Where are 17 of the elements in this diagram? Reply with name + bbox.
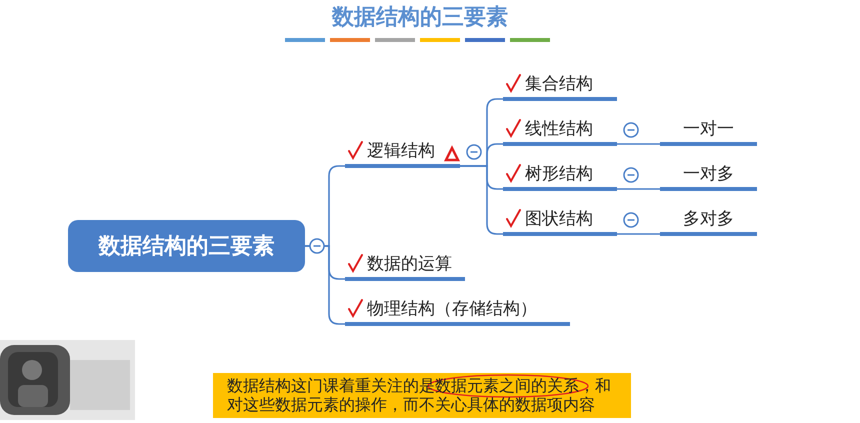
connector-line xyxy=(460,165,503,235)
underlined-topic: 一对多 xyxy=(660,161,757,191)
title: 数据结构的三要素 xyxy=(332,5,508,30)
underlined-topic: 集合结构 xyxy=(503,71,617,101)
underlined-topic: 物理结构（存储结构） xyxy=(345,296,570,326)
underlined-topic: 树形结构 xyxy=(503,161,617,191)
underlined-topic: 一对一 xyxy=(660,116,757,146)
underlined-topic: 逻辑结构 xyxy=(345,138,460,168)
underlined-topic: 图状结构 xyxy=(503,206,617,236)
connector-line xyxy=(305,245,345,325)
connector-line xyxy=(617,188,660,190)
connector-line xyxy=(617,233,660,235)
root-topic-box: 数据结构的三要素 xyxy=(68,220,305,272)
underlined-topic: 多对多 xyxy=(660,206,757,236)
underlined-topic: 线性结构 xyxy=(503,116,617,146)
underlined-topic: 数据的运算 xyxy=(345,251,465,281)
connector-line xyxy=(617,143,660,145)
